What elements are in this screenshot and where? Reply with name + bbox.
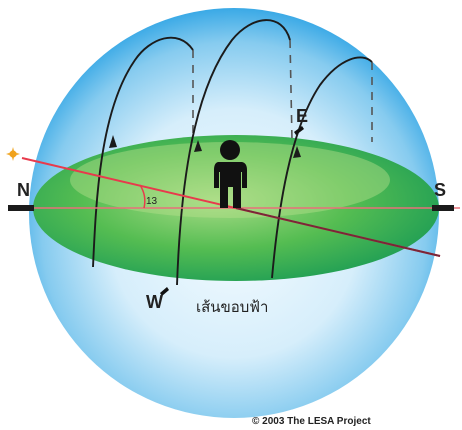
path-arrow-2	[194, 140, 202, 152]
west-label: W	[146, 292, 163, 312]
south-marker	[432, 205, 454, 211]
west-marker	[160, 287, 169, 296]
east-label: E	[296, 106, 308, 126]
north-label: N	[17, 180, 30, 200]
path-arrows	[109, 135, 301, 158]
angle-label: 13	[146, 196, 158, 207]
south-label: S	[434, 180, 446, 200]
person-silhouette-icon	[214, 140, 247, 208]
sun-paths	[92, 19, 373, 286]
credit-text: © 2003 The LESA Project	[252, 416, 371, 427]
path-arrow-1	[109, 135, 117, 148]
east-marker	[294, 126, 304, 135]
horizon-label: เส้นขอบฟ้า	[196, 298, 268, 316]
star-icon	[6, 147, 20, 161]
celestial-axis-line-lower	[235, 207, 441, 257]
north-marker	[8, 205, 34, 211]
path-arrow-3	[293, 146, 301, 158]
sun-paths-hidden	[192, 39, 373, 142]
altitude-angle-arc	[139, 184, 146, 209]
